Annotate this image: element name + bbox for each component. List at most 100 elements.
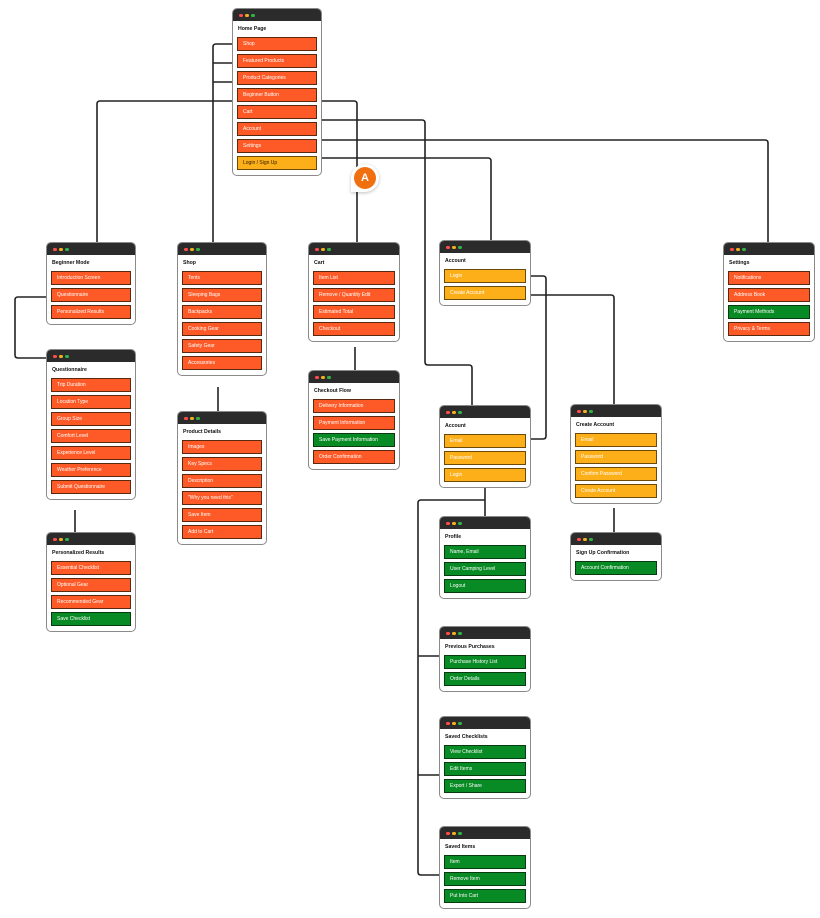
- page-node-weather-preference[interactable]: Weather Preference: [51, 463, 131, 477]
- page-node-user-camping-level[interactable]: User Camping Level: [444, 562, 526, 576]
- window-titlebar: [571, 533, 661, 545]
- page-node-name-email[interactable]: Name, Email: [444, 545, 526, 559]
- page-node-add-to-cart[interactable]: Add to Cart: [182, 525, 262, 539]
- page-node-password[interactable]: Password: [444, 451, 526, 465]
- connector-home-settings-window: [317, 139, 769, 243]
- page-node-export-share[interactable]: Export / Share: [444, 779, 526, 793]
- page-node-delivery-information[interactable]: Delivery Information: [313, 399, 395, 413]
- maximize-dot-icon: [458, 410, 462, 414]
- page-node-login-sign-up[interactable]: Login / Sign Up: [237, 156, 317, 170]
- connector-create-account: [525, 294, 615, 405]
- close-dot-icon: [577, 537, 581, 541]
- window-title: Saved Items: [445, 844, 476, 850]
- maximize-dot-icon: [327, 247, 331, 251]
- minimize-dot-icon: [59, 354, 63, 358]
- close-dot-icon: [446, 521, 450, 525]
- close-dot-icon: [239, 13, 243, 17]
- page-node-remove-quantity-edit[interactable]: Remove / Quantity Edit: [313, 288, 395, 302]
- page-node-login[interactable]: Login: [444, 468, 526, 482]
- page-node-introduction-screen[interactable]: Introduction Screen: [51, 271, 131, 285]
- page-node-location-type[interactable]: Location Type: [51, 395, 131, 409]
- page-node-login[interactable]: Login: [444, 269, 526, 283]
- page-node-remove-item[interactable]: Remove Item: [444, 872, 526, 886]
- page-node-view-checklist[interactable]: View Checklist: [444, 745, 526, 759]
- window-title: Previous Purchases: [445, 644, 495, 650]
- page-node-key-specs[interactable]: Key Specs: [182, 457, 262, 471]
- page-node-password[interactable]: Password: [575, 450, 657, 464]
- page-node-privacy-terms[interactable]: Privacy & Terms: [728, 322, 810, 336]
- page-node-checkout[interactable]: Checkout: [313, 322, 395, 336]
- minimize-dot-icon: [245, 13, 249, 17]
- window-title: Personalized Results: [52, 550, 105, 556]
- page-node-comfort-level[interactable]: Comfort Level: [51, 429, 131, 443]
- page-node-item[interactable]: Item: [444, 855, 526, 869]
- page-node-trip-duration[interactable]: Trip Duration: [51, 378, 131, 392]
- page-node-account[interactable]: Account: [237, 122, 317, 136]
- page-node-estimated-total[interactable]: Estimated Total: [313, 305, 395, 319]
- page-node-description[interactable]: Description: [182, 474, 262, 488]
- page-node-sleeping-bags[interactable]: Sleeping Bags: [182, 288, 262, 302]
- page-node-logout[interactable]: Logout: [444, 579, 526, 593]
- page-node-email[interactable]: Email: [575, 433, 657, 447]
- minimize-dot-icon: [59, 537, 63, 541]
- page-node-essential-checklist[interactable]: Essential Checklist: [51, 561, 131, 575]
- page-node-save-checklist[interactable]: Save Checklist: [51, 612, 131, 626]
- connector-home-login-window: [317, 119, 473, 406]
- page-node-shop[interactable]: Shop: [237, 37, 317, 51]
- window-title: Questionnaire: [52, 367, 87, 373]
- page-node-create-account[interactable]: Create Account: [444, 286, 526, 300]
- window-title: Create Account: [576, 422, 615, 428]
- page-node-images[interactable]: Images: [182, 440, 262, 454]
- page-node-featured-products[interactable]: Featured Products: [237, 54, 317, 68]
- page-node-product-categories[interactable]: Product Categories: [237, 71, 317, 85]
- page-node-payment-methods[interactable]: Payment Methods: [728, 305, 810, 319]
- page-node-group-size[interactable]: Group Size: [51, 412, 131, 426]
- minimize-dot-icon: [452, 245, 456, 249]
- page-node-item-list[interactable]: Item List: [313, 271, 395, 285]
- page-node-safety-gear[interactable]: Safety Gear: [182, 339, 262, 353]
- page-node-address-book[interactable]: Address Book: [728, 288, 810, 302]
- page-node-put-into-cart[interactable]: Put Into Cart: [444, 889, 526, 903]
- maximize-dot-icon: [458, 831, 462, 835]
- page-node-personalized-results[interactable]: Personalized Results: [51, 305, 131, 319]
- page-node-questionnaire[interactable]: Questionnaire: [51, 288, 131, 302]
- page-node-why-you-need-this[interactable]: "Why you need this": [182, 491, 262, 505]
- page-node-payment-information[interactable]: Payment Information: [313, 416, 395, 430]
- page-node-save-item[interactable]: Save Item: [182, 508, 262, 522]
- page-node-cooking-gear[interactable]: Cooking Gear: [182, 322, 262, 336]
- page-node-create-account[interactable]: Create Account: [575, 484, 657, 498]
- window-title: Product Details: [183, 429, 222, 435]
- page-node-accessories[interactable]: Accessories: [182, 356, 262, 370]
- page-node-backpacks[interactable]: Backpacks: [182, 305, 262, 319]
- page-node-submit-questionnaire[interactable]: Submit Questionnaire: [51, 480, 131, 494]
- annotation-marker[interactable]: A: [351, 164, 379, 192]
- page-node-email[interactable]: Email: [444, 434, 526, 448]
- page-node-notifications[interactable]: Notifications: [728, 271, 810, 285]
- page-node-optional-gear[interactable]: Optional Gear: [51, 578, 131, 592]
- page-node-save-payment-information[interactable]: Save Payment Information: [313, 433, 395, 447]
- minimize-dot-icon: [190, 416, 194, 420]
- page-node-edit-items[interactable]: Edit Items: [444, 762, 526, 776]
- page-node-beginner-button[interactable]: Beginner Button: [237, 88, 317, 102]
- page-node-settings[interactable]: Settings: [237, 139, 317, 153]
- window-title: Beginner Mode: [52, 260, 90, 266]
- page-node-purchase-history-list[interactable]: Purchase History List: [444, 655, 526, 669]
- page-node-experience-level[interactable]: Experience Level: [51, 446, 131, 460]
- page-node-order-details[interactable]: Order Details: [444, 672, 526, 686]
- window-titlebar: [309, 243, 399, 255]
- maximize-dot-icon: [327, 375, 331, 379]
- page-node-tents[interactable]: Tents: [182, 271, 262, 285]
- page-node-order-confirmation[interactable]: Order Confirmation: [313, 450, 395, 464]
- minimize-dot-icon: [736, 247, 740, 251]
- page-node-recommended-gear[interactable]: Recommended Gear: [51, 595, 131, 609]
- page-node-account-confirmation[interactable]: Account Confirmation: [575, 561, 657, 575]
- page-node-cart[interactable]: Cart: [237, 105, 317, 119]
- page-node-confirm-password[interactable]: Confirm Password: [575, 467, 657, 481]
- window-titlebar: [440, 827, 530, 839]
